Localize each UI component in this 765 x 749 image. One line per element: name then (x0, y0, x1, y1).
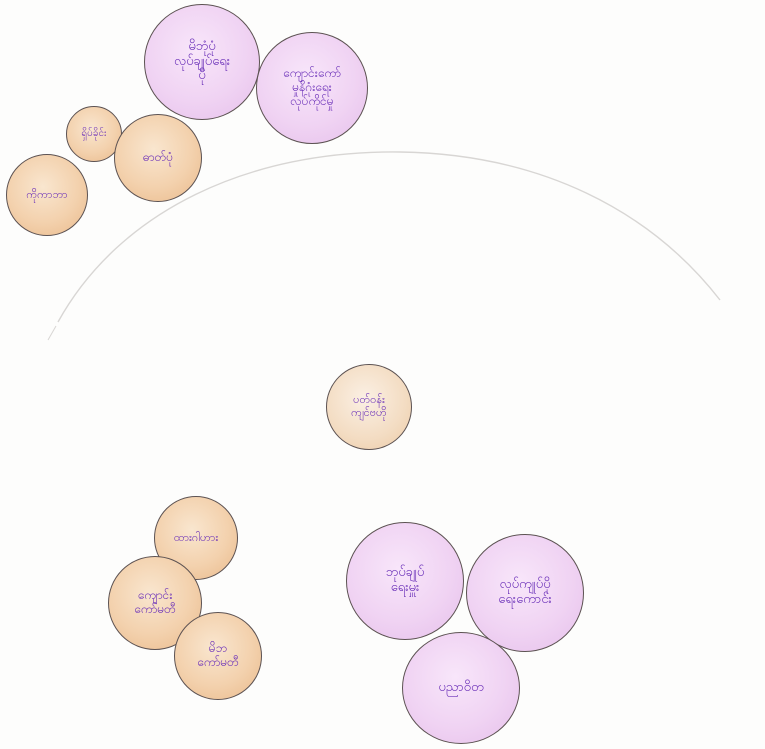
node-principal: မိဘုံပုံ လုပ်ချုပ်ရေး ပို (144, 4, 260, 120)
node-education: ပညာဝိတ (402, 632, 520, 744)
node-label: ရှိပ်ခိုင်း (81, 128, 107, 140)
node-tharhar: ထားဂါဟား (154, 496, 238, 580)
node-label: ကျောင်းကော် မှုနိဂုံးရေး လုပ်ကိုင်မှု (283, 66, 341, 108)
node-label: ဘုပ်ချုပ် ရေးမှူး (385, 565, 425, 595)
node-school-committee-work: ကျောင်းကော် မှုနိဂုံးရေး လုပ်ကိုင်မှု (256, 32, 368, 144)
node-label: မိဘ ကော်မတီ (197, 641, 239, 669)
node-headmaster: ဘုပ်ချုပ် ရေးမှူး (346, 522, 464, 640)
node-label: ပညာဝိတ (438, 679, 484, 695)
node-environment-center: ပတ်ဝန်း ကျင်ဗဟို (326, 364, 412, 450)
node-kokabar: ကိုကာဘာ (6, 154, 88, 236)
node-photo: ဓာတ်ပုံ (114, 114, 202, 202)
node-label: လုပ်ကျုပ်ပို ရေးကောင်း (498, 577, 552, 607)
node-label: ထားဂါဟား (173, 530, 219, 544)
node-work-good: လုပ်ကျုပ်ပို ရေးကောင်း (466, 534, 584, 652)
node-label: ကိုကာဘာ (26, 187, 68, 201)
node-label: ဓာတ်ပုံ (142, 150, 174, 165)
node-label: ကျောင်း ကော်မတီ (134, 588, 176, 616)
node-label: ပတ်ဝန်း ကျင်ဗဟို (351, 393, 387, 419)
node-parent-committee: မိဘ ကော်မတီ (174, 612, 262, 700)
node-label: မိဘုံပုံ လုပ်ချုပ်ရေး ပို (173, 38, 231, 84)
